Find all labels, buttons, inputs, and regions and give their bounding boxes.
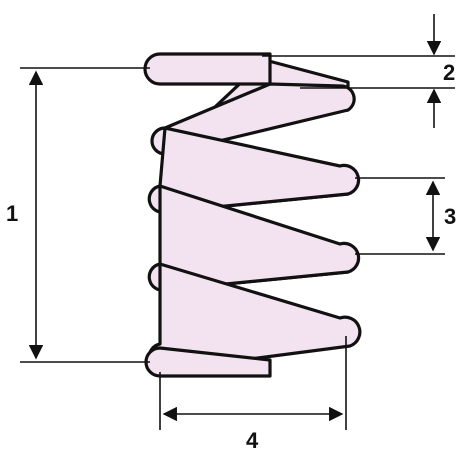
- label-pitch: 3: [444, 204, 456, 229]
- label-free-length: 1: [6, 201, 18, 226]
- dimension-outer-diameter: [159, 336, 347, 430]
- spring: [143, 52, 362, 378]
- dimension-wire-diameter: [262, 14, 455, 128]
- dimension-free-length: [20, 67, 150, 363]
- spring-front-coils: [147, 82, 362, 372]
- label-wire-diameter: 2: [443, 60, 455, 85]
- label-outer-diameter: 4: [246, 428, 259, 453]
- top-end-coil: [143, 52, 272, 86]
- dimension-pitch: [355, 177, 445, 255]
